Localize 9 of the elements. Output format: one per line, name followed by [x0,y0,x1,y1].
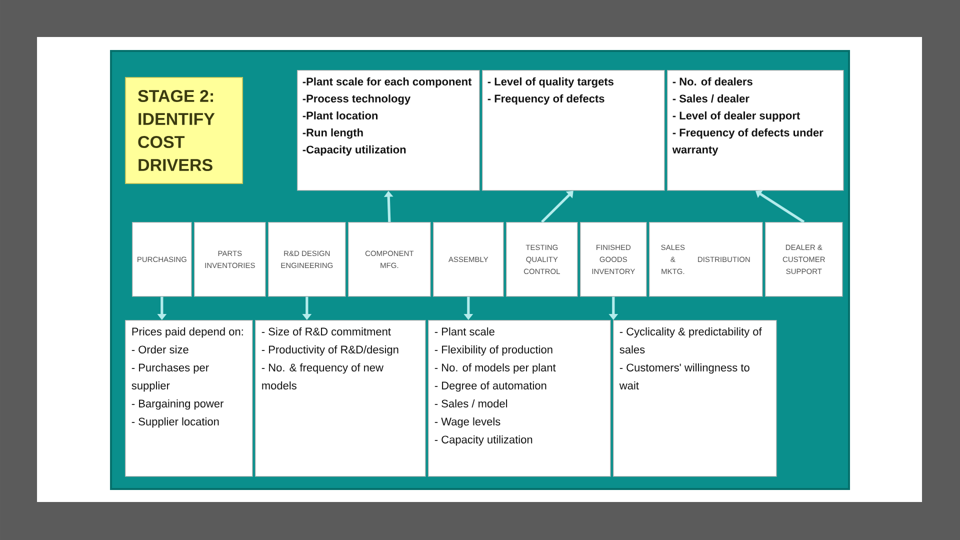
bullet-list-box: Prices paid depend on: - Order size - Purchases per supplier - Bargaining power - Supplier location [125,320,253,477]
bullet-list-box: - Plant scale - Flexibility of production - No. of models per plant - Degree of automation - Sales / model - Wage levels - Capacity utilization [428,320,611,477]
heading-box: STAGE 2: IDENTIFY COST DRIVERS [125,77,243,184]
bullet-list-box: - Size of R&D commitment - Productivity of R&D/design - No. & frequency of new models [255,320,426,477]
bullet-list-box: - No. of dealers - Sales / dealer - Level of dealer support - Frequency of defects under warranty [667,70,844,191]
bullet-list-box: - Cyclicality & predictability of sales - Customers' willingness to wait [613,320,777,477]
arrow [541,190,574,223]
bullet-list-box: - Level of quality targets - Frequency of defects [482,70,665,191]
bullet-list-box: -Plant scale for each component -Process technology -Plant location -Run length -Capacity utilization [297,70,480,191]
